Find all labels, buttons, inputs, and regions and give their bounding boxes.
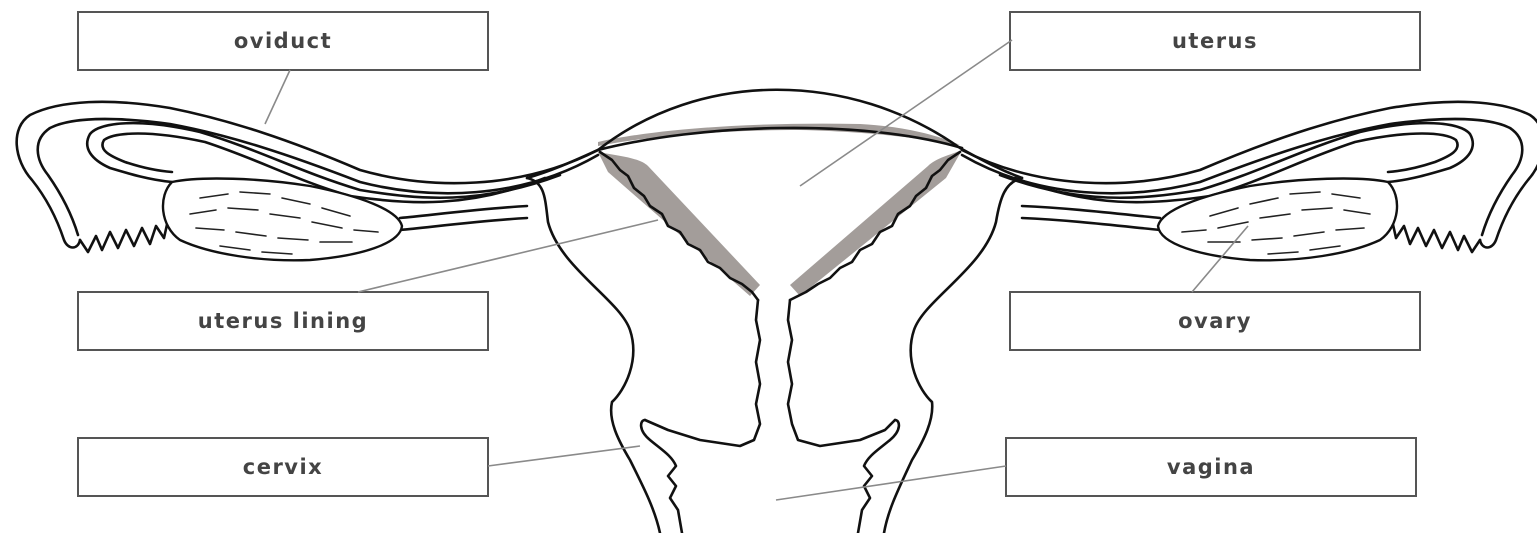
label-cervix-text: cervix: [243, 455, 323, 479]
left-ovarian-ligament-lower: [400, 218, 527, 230]
leader-vagina: [776, 466, 1006, 500]
label-oviduct: oviduct: [78, 12, 488, 70]
cervix-left-lip: [641, 420, 682, 533]
label-uterus: uterus: [1010, 12, 1420, 70]
label-cervix: cervix: [78, 438, 488, 496]
label-uterus-lining-text: uterus lining: [198, 309, 368, 333]
right-ovarian-ligament-lower: [1022, 218, 1160, 230]
label-vagina: vagina: [1006, 438, 1416, 496]
right-ovarian-ligament: [1022, 206, 1160, 218]
label-ovary-text: ovary: [1178, 309, 1252, 333]
leader-oviduct: [265, 70, 290, 124]
left-ovarian-ligament: [400, 206, 527, 218]
uterus-left-side: [527, 178, 660, 533]
cervical-canal-right: [788, 300, 895, 446]
cervical-canal-left: [645, 300, 760, 446]
uterus-right-side: [884, 178, 1022, 533]
label-ovary: ovary: [1010, 292, 1420, 350]
uterus-lining-left-wall: [598, 152, 760, 296]
label-uterus-lining: uterus lining: [78, 292, 488, 350]
label-oviduct-text: oviduct: [234, 29, 332, 53]
right-oviduct-group: [962, 102, 1537, 260]
label-uterus-text: uterus: [1172, 29, 1258, 53]
leader-cervix: [488, 446, 640, 466]
label-vagina-text: vagina: [1167, 455, 1255, 479]
